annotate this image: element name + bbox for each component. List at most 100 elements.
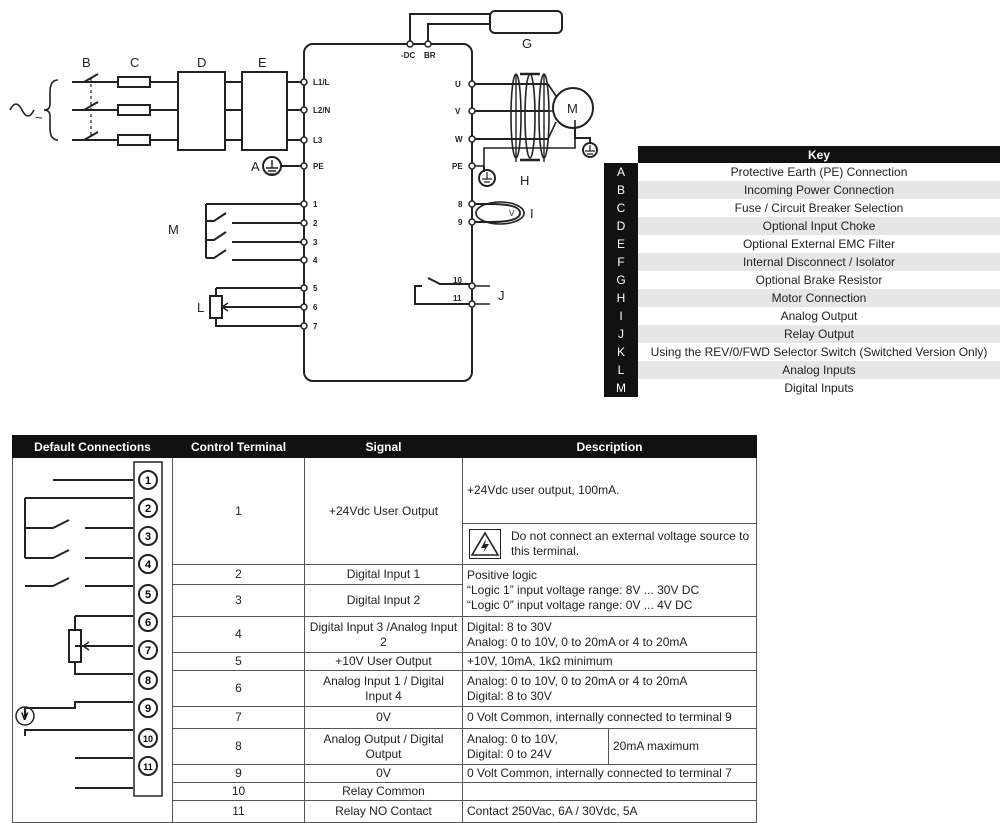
- terminal-br: BR: [424, 51, 436, 60]
- terminal-circle-number: 10: [143, 734, 153, 744]
- terminal-circle-number: 9: [145, 703, 151, 715]
- cell-description: +10V, 10mA, 1kΩ minimum: [461, 652, 758, 671]
- callout-h: H: [520, 173, 529, 188]
- header-signal: Signal: [304, 435, 463, 458]
- key-text: Analog Inputs: [638, 361, 1000, 379]
- terminal-pe-out: PE: [452, 162, 463, 171]
- key-text: Using the REV/0/FWD Selector Switch (Swi…: [650, 345, 988, 359]
- key-row: G Optional Brake Resistor: [604, 271, 1000, 289]
- cell-terminal: 11: [172, 800, 305, 823]
- table-row: 3 Digital Input 2: [13, 584, 757, 617]
- desc-line: Digital: 8 to 30V: [467, 619, 552, 634]
- potentiometer-symbol: [68, 629, 82, 663]
- terminal-3: 3: [313, 238, 318, 247]
- key-code: C: [604, 199, 638, 217]
- key-row: C Fuse / Circuit Breaker Selection: [604, 199, 1000, 217]
- key-title: Key: [638, 146, 1000, 163]
- cell-description-side: 20mA maximum: [607, 728, 758, 765]
- terminal-circle: [138, 670, 158, 690]
- ac-symbol: [9, 103, 35, 117]
- table-row: 9 0V 0 Volt Common, internally connected…: [13, 764, 758, 783]
- cell-signal: Relay NO Contact: [304, 800, 463, 823]
- key-text: Motor Connection: [638, 289, 1000, 307]
- cell-terminal: 5: [172, 652, 305, 671]
- callout-m: M: [168, 222, 179, 237]
- terminal-circle-number: 4: [145, 559, 152, 571]
- key-header-spacer: [604, 146, 638, 163]
- table-row: 4 Digital Input 3 /Analog Input 2 Digita…: [13, 616, 758, 653]
- terminal-circle-number: 5: [145, 589, 151, 601]
- desc-line: Digital: 8 to 30V: [467, 688, 552, 703]
- cell-description: 0 Volt Common, internally connected to t…: [461, 706, 758, 729]
- key-text: Optional Brake Resistor: [755, 273, 883, 287]
- terminal-dc: -DC: [401, 51, 415, 60]
- cell-signal: Digital Input 2: [304, 584, 463, 617]
- key-code: J: [604, 325, 638, 343]
- callout-c: C: [130, 55, 139, 70]
- disconnect-switch-3: [72, 131, 118, 141]
- cell-signal: 0V: [304, 706, 463, 729]
- desc-line: Analog: 0 to 10V, 0 to 20mA or 4 to 20mA: [467, 634, 688, 649]
- supply-brace: [43, 79, 59, 141]
- cell-terminal: 3: [172, 584, 305, 617]
- fuse-2: [117, 104, 151, 116]
- motor-symbol: M: [567, 101, 578, 116]
- relay-output-contact: [414, 277, 472, 305]
- earth-icon-a: [266, 160, 278, 175]
- key-code: M: [604, 379, 638, 397]
- key-row: M Digital Inputs: [604, 379, 1000, 397]
- terminal-circle: [138, 640, 158, 660]
- cell-terminal: 2: [172, 564, 305, 585]
- cell-signal: Analog Input 1 / Digital Input 4: [304, 670, 463, 707]
- terminal-circle-number: 1: [145, 475, 151, 487]
- cell-terminal: 10: [172, 782, 305, 801]
- terminal-circle-number: 2: [145, 503, 151, 515]
- input-choke: [177, 71, 226, 151]
- terminal-pe-in: PE: [313, 162, 324, 171]
- terminal-circle: [138, 554, 158, 574]
- key-code: G: [604, 271, 638, 289]
- terminal-circle: [138, 526, 158, 546]
- terminal-circle: [138, 728, 158, 748]
- terminal-u: U: [455, 80, 461, 89]
- brake-lead-br: [427, 23, 490, 44]
- terminal-l3: L3: [313, 136, 323, 145]
- key-code: A: [604, 163, 638, 181]
- cell-signal: 0V: [304, 764, 463, 783]
- terminal-8: 8: [458, 200, 463, 209]
- terminal-circle-number: 3: [145, 531, 151, 543]
- desc-line: Analog: 0 to 10V,: [467, 731, 558, 746]
- connections-table: Default Connections Control Terminal Sig…: [12, 435, 758, 823]
- key-text: Internal Disconnect / Isolator: [638, 253, 1000, 271]
- terminal-circle-number: 11: [143, 762, 153, 772]
- ac-symbol-text: ~: [35, 110, 43, 125]
- cell-signal: +10V User Output: [304, 652, 463, 671]
- warning-cell: Do not connect an external voltage sourc…: [461, 523, 758, 565]
- brake-lead-dc: [409, 13, 490, 44]
- terminal-10: 10: [453, 276, 462, 285]
- motor-output-lines: [472, 83, 548, 140]
- table-row: 2 Digital Input 1 Positive logic “Logic …: [13, 564, 758, 617]
- callout-a: A: [251, 159, 260, 174]
- cell-description: Contact 250Vac, 6A / 30Vdc, 5A: [461, 800, 758, 823]
- header-control-terminal: Control Terminal: [172, 435, 305, 458]
- terminal-2: 2: [313, 219, 318, 228]
- warning-text: Do not connect an external voltage sourc…: [511, 529, 750, 558]
- key-text: Digital Inputs: [784, 381, 854, 395]
- key-text: Optional External EMC Filter: [742, 237, 896, 251]
- cell-description: [461, 782, 758, 801]
- digital-input-switch-2: [206, 231, 304, 243]
- fuse-3: [117, 134, 151, 146]
- key-text: Fuse / Circuit Breaker Selection: [734, 201, 904, 215]
- cell-description: Positive logic “Logic 1” input voltage r…: [461, 564, 758, 617]
- table-row: Do not connect an external voltage sourc…: [13, 523, 758, 565]
- terminal-w: W: [455, 135, 463, 144]
- terminal-4: 4: [313, 256, 318, 265]
- cell-terminal: 4: [172, 616, 305, 653]
